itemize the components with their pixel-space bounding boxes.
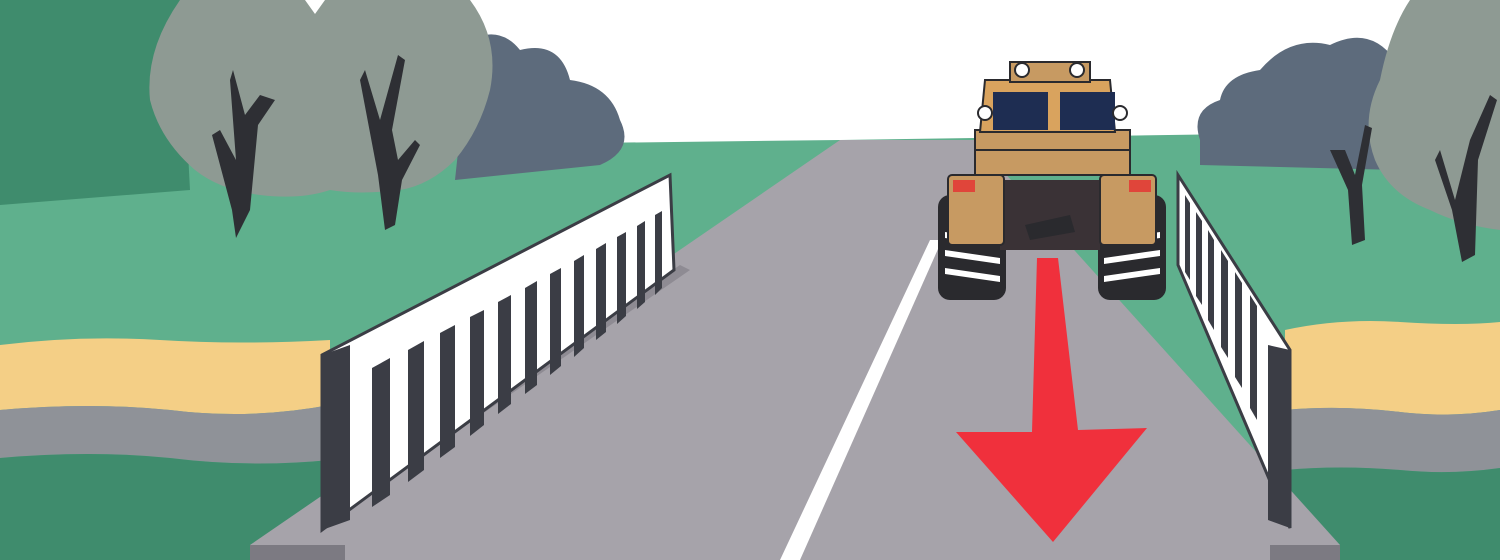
grass-dark-left (0, 0, 190, 205)
grass-front-left (0, 454, 330, 560)
cab (974, 129, 1131, 176)
direction-arrow (956, 258, 1147, 542)
river-right (1285, 407, 1500, 473)
cab-window-right (1060, 92, 1115, 130)
tree-left-trunk-2 (360, 55, 420, 230)
tree-right-trunk-2 (1435, 95, 1497, 262)
bush-left (455, 34, 625, 180)
sand-bank-left (0, 338, 330, 414)
railing-left (320, 172, 676, 533)
grass-front-right (1285, 467, 1500, 560)
road-shoulder-left (250, 545, 345, 560)
tree-left-trunk-1 (212, 70, 275, 238)
road-shoulder-right (1270, 545, 1340, 560)
tractor-vehicle (938, 61, 1166, 300)
tree-right-trunk-1 (1330, 125, 1372, 245)
tree-top-marker (305, 0, 325, 14)
river-left (0, 405, 330, 464)
cab-window-left (993, 92, 1048, 130)
tree-left-foliage (149, 0, 493, 197)
lane-line (780, 240, 942, 560)
sand-bank-right (1285, 321, 1500, 415)
bush-right (1197, 37, 1400, 171)
railing-right (1176, 169, 1292, 529)
